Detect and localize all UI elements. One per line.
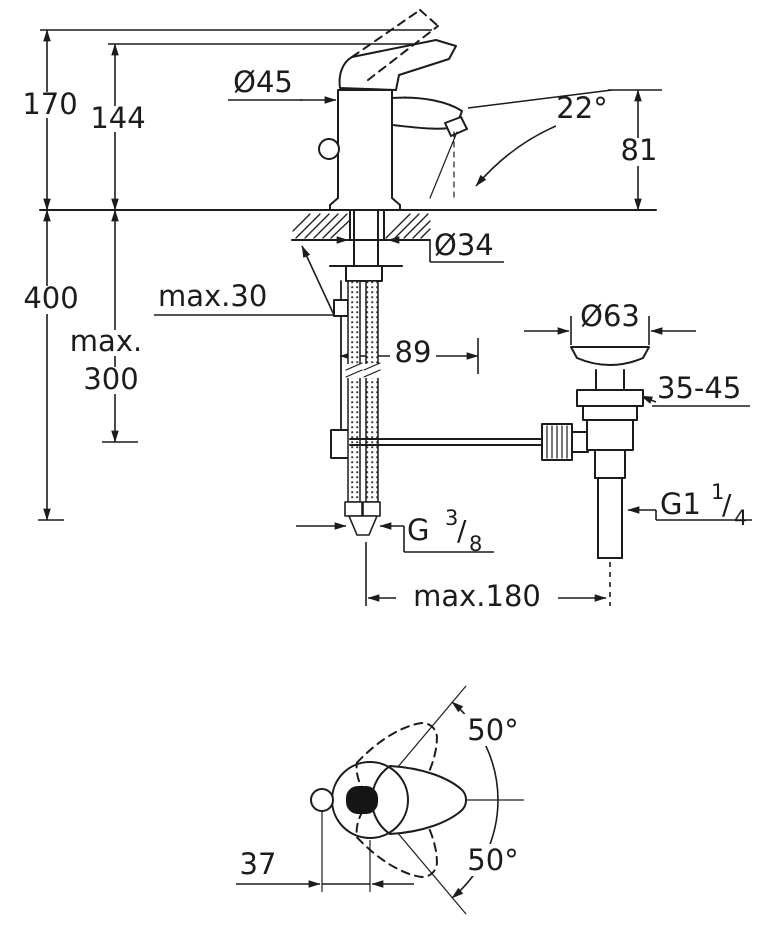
waste-thread-denominator: 4 (734, 506, 747, 530)
handle-swing-lower-outline (355, 790, 438, 878)
label-deck-range: 35-45 (657, 371, 741, 405)
pop-up-waste (570, 346, 650, 559)
label-hose-max-line1: max. (70, 324, 142, 358)
handle-swing-upper-outline (355, 722, 438, 810)
label-reach: max.180 (413, 579, 541, 613)
label-spout-offset: 37 (240, 847, 277, 881)
handle-top-outline (370, 765, 468, 835)
label-total-height: 170 (22, 87, 77, 121)
supply-thread-denominator: 8 (469, 532, 482, 556)
supply-hoses (342, 280, 384, 536)
label-spout-angle: 22° (556, 91, 607, 125)
deck-hatching (292, 213, 431, 239)
label-waste-diameter: Ø63 (580, 299, 640, 333)
faucet-front-view (39, 9, 657, 559)
label-spout-height: 81 (621, 133, 658, 167)
supply-thread-slash: / (457, 514, 467, 547)
label-waste-thread: G1 1 / 4 (660, 480, 747, 530)
faucet-top-view (236, 685, 524, 915)
aerator (444, 116, 468, 137)
dimension-labels: 170 144 Ø45 22° 81 400 max.30 Ø34 max. 3… (20, 65, 747, 881)
lever-pivot-ring (318, 138, 340, 160)
label-swing-upper: 50° (467, 713, 518, 747)
rod-clamp (333, 299, 349, 317)
label-hole-diameter: Ø34 (434, 228, 494, 262)
label-supply-thread: G 3 / 8 (407, 506, 482, 556)
dimension-lines (38, 29, 752, 606)
label-deck-thickness: max.30 (158, 279, 267, 313)
label-swing-lower: 50° (467, 843, 518, 877)
label-hose-max-line2: 300 (83, 362, 138, 396)
raised-lever-outline (351, 9, 439, 81)
label-rod-offset: 89 (395, 335, 432, 369)
label-base-diameter: Ø45 (233, 65, 293, 99)
rod-joint (330, 429, 351, 459)
water-stream-line (429, 131, 458, 199)
rod-coupling (541, 423, 589, 461)
supply-thread-prefix: G (407, 513, 429, 547)
waste-thread-numerator: 1 (711, 480, 724, 504)
supply-thread-numerator: 3 (445, 506, 458, 530)
waste-thread-slash: / (722, 488, 732, 521)
spout-top-outline (310, 788, 334, 812)
lever-slot (346, 786, 378, 814)
label-install-height: 400 (23, 281, 78, 315)
spout-offset-dimension (236, 812, 414, 892)
label-handle-height: 144 (90, 101, 145, 135)
waste-thread-prefix: G1 (660, 487, 701, 521)
